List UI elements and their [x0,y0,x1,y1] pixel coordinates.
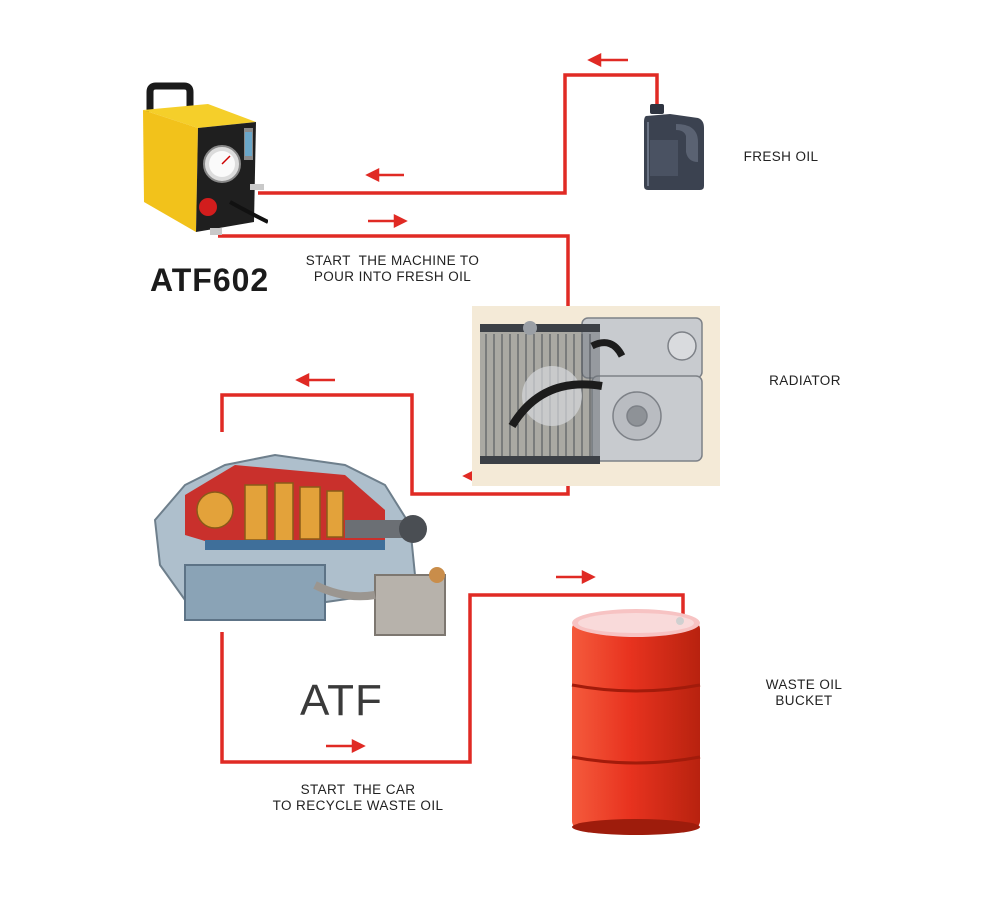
transmission-image [153,453,446,636]
start-machine-label: START THE MACHINE TO POUR INTO FRESH OIL [305,253,480,284]
fresh-oil-line [258,73,659,195]
arrow-left-3 [295,372,335,388]
arrow-right-2 [556,569,596,585]
oil-machine-image [143,82,268,235]
transmission-name: ATF [300,676,383,725]
oil-bottle-image [644,104,704,190]
fresh-oil-label: FRESH OIL [743,149,819,164]
radiator-engine-image [472,306,720,486]
arrow-left-1 [587,52,628,68]
arrow-right-1 [368,213,408,229]
arrow-left-2 [365,167,404,183]
radiator-to-transmission-line [220,393,570,496]
start-car-label: START THE CAR TO RECYCLE WASTE OIL [272,782,444,813]
machine-name: ATF602 [150,262,270,298]
waste-oil-label: WASTE OIL BUCKET [765,677,843,708]
arrow-right-3 [326,738,366,754]
waste-barrel-image [571,609,701,835]
machine-to-radiator-line [218,234,570,322]
transmission-to-barrel-line [220,593,685,764]
radiator-label: RADIATOR [769,373,841,388]
